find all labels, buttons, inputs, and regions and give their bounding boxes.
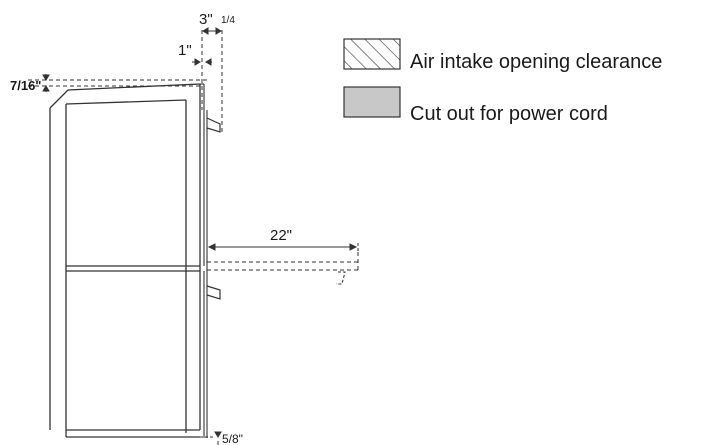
bottom-offset-arrows bbox=[200, 431, 222, 445]
open-door-outline bbox=[207, 252, 359, 271]
door-depth-label: 22" bbox=[270, 227, 292, 244]
legend-label-power-cord: Cut out for power cord bbox=[410, 103, 608, 125]
refrigerator-cabinet bbox=[49, 83, 201, 438]
top-offset-arrows bbox=[42, 74, 50, 92]
top-clearance-outline bbox=[28, 30, 223, 132]
top-gap-label: 3" bbox=[199, 11, 213, 28]
hatched-swatch bbox=[343, 38, 401, 70]
legend-label-air-intake: Air intake opening clearance bbox=[410, 51, 662, 73]
upper-handle bbox=[206, 117, 221, 133]
side-gap-label: 1" bbox=[178, 42, 192, 59]
door-separator bbox=[66, 265, 200, 272]
side-gap-arrows bbox=[192, 58, 212, 66]
open-door-handle bbox=[336, 271, 346, 285]
lower-handle bbox=[206, 285, 221, 300]
gray-swatch bbox=[343, 86, 401, 118]
door-front bbox=[200, 83, 208, 438]
legend: Air intake opening clearance Cut out for… bbox=[343, 38, 662, 125]
bottom-offset-label: 5/8" bbox=[222, 432, 243, 445]
top-gap-arrow bbox=[202, 27, 222, 35]
door-depth-arrow bbox=[207, 243, 359, 252]
top-gap-fraction-label: 1/4 bbox=[221, 15, 235, 26]
top-offset-label: 7/16" bbox=[10, 78, 41, 93]
